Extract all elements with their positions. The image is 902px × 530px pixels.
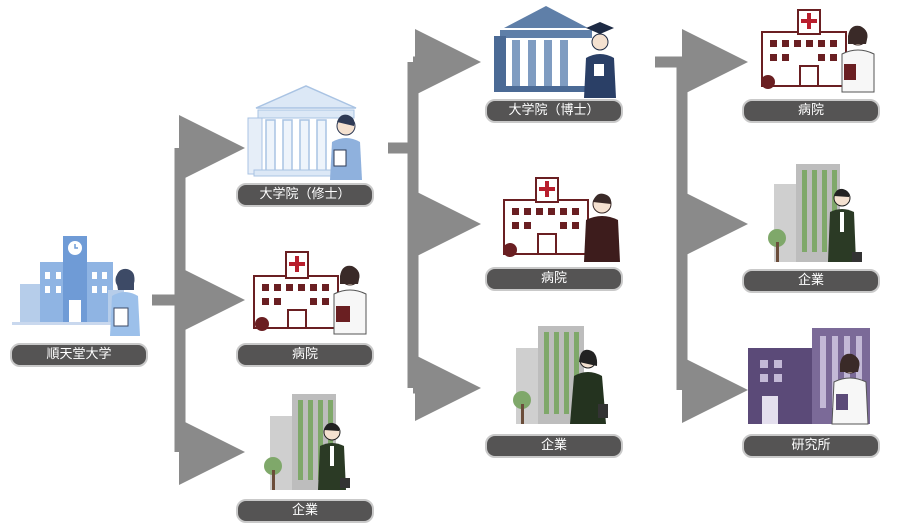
node-label-hospital-3: 病院 bbox=[742, 99, 880, 123]
research-institute-with-researcher-icon bbox=[748, 328, 870, 425]
branch-arrow-from-master bbox=[388, 29, 481, 421]
office-building-with-businessman-icon bbox=[768, 164, 862, 262]
node-label-company-2: 企業 bbox=[485, 434, 623, 458]
node-label-master: 大学院（修士） bbox=[236, 183, 374, 207]
graduate-school-with-student-icon bbox=[247, 85, 362, 180]
node-label-origin: 順天堂大学 bbox=[10, 343, 148, 367]
graduate-school-with-graduate-icon bbox=[494, 6, 616, 98]
branch-arrow-from-doctor bbox=[655, 29, 748, 423]
node-label-doctor: 大学院（博士） bbox=[485, 99, 623, 123]
branch-arrow-from-origin bbox=[152, 115, 245, 485]
node-label-research: 研究所 bbox=[742, 434, 880, 458]
node-label-hospital-1: 病院 bbox=[236, 343, 374, 367]
node-label-hospital-2: 病院 bbox=[485, 267, 623, 291]
hospital-with-nurse-icon bbox=[253, 251, 367, 335]
office-building-with-businessman-icon bbox=[264, 394, 350, 490]
node-label-company-1: 企業 bbox=[236, 499, 374, 523]
hospital-with-doctor-icon bbox=[503, 177, 620, 262]
node-label-company-3: 企業 bbox=[742, 269, 880, 293]
office-building-with-businesswoman-icon bbox=[513, 326, 608, 424]
university-building-with-student-icon bbox=[12, 236, 140, 336]
hospital-with-nurse-icon bbox=[761, 9, 875, 93]
